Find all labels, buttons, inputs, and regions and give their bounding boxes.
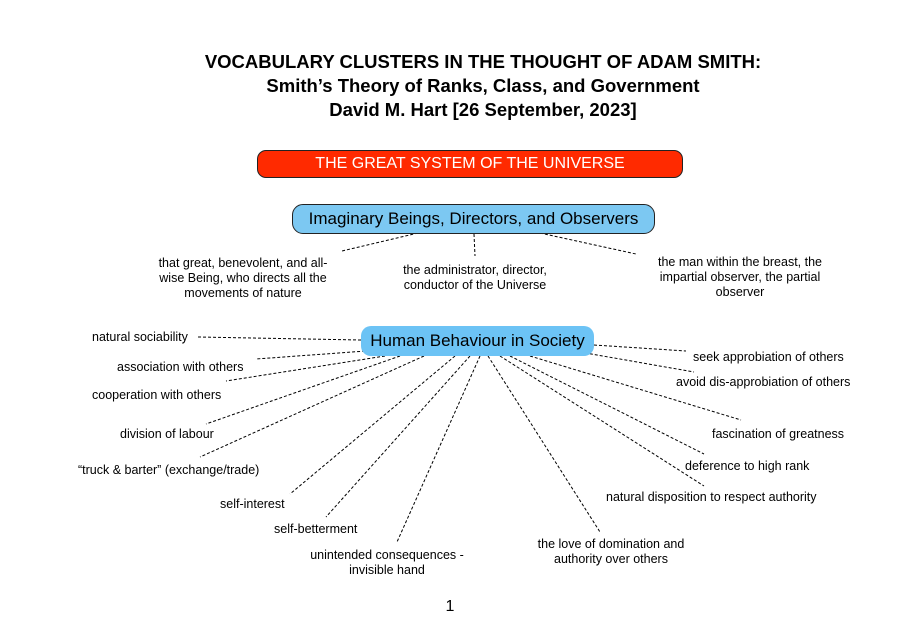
label-truck-barter: “truck & barter” (exchange/trade): [78, 463, 260, 477]
label-respect-authority: natural disposition to respect authority: [606, 490, 817, 504]
label-line: that great, benevolent, and all-: [158, 256, 328, 270]
label-division-of-labour: division of labour: [120, 427, 214, 441]
top-node-great-system: THE GREAT SYSTEM OF THE UNIVERSE: [257, 150, 683, 178]
label-administrator: the administrator, director, conductor o…: [390, 263, 560, 293]
node-human-behaviour: Human Behaviour in Society: [361, 326, 594, 356]
title-line-2: Smith’s Theory of Ranks, Class, and Gove…: [266, 75, 700, 96]
label-natural-sociability: natural sociability: [92, 330, 188, 344]
connector-beings-right: [539, 232, 637, 255]
label-association: association with others: [117, 360, 244, 374]
label-line: the administrator, director,: [403, 263, 547, 277]
connector-unintended: [396, 355, 481, 543]
label-line: movements of nature: [184, 286, 302, 300]
connector-beings-middle: [473, 233, 476, 257]
label-impartial-observer: the man within the breast, the impartial…: [640, 255, 840, 300]
connector-cooperation: [225, 355, 386, 382]
connector-deference: [509, 355, 705, 455]
connector-avoid: [579, 351, 695, 373]
page-number: 1: [445, 598, 455, 615]
connector-truck: [199, 355, 425, 458]
label-self-betterment: self-betterment: [274, 522, 358, 536]
label-self-interest: self-interest: [220, 497, 285, 511]
label-line: impartial observer, the partial: [659, 270, 821, 284]
label-avoid-disapprobation: avoid dis-approbiation of others: [676, 375, 851, 389]
title-line-3: David M. Hart [26 September, 2023]: [329, 99, 637, 120]
connector-self-betterment: [325, 355, 471, 518]
label-line: the man within the breast, the: [658, 255, 822, 269]
label-cooperation: cooperation with others: [92, 388, 222, 402]
label-fascination: fascination of greatness: [712, 427, 845, 441]
label-line: invisible hand: [349, 563, 425, 577]
connector-beings-left: [341, 232, 419, 252]
label-line: authority over others: [554, 552, 668, 566]
connector-natural-sociability: [197, 336, 362, 341]
label-line: conductor of the Universe: [403, 278, 547, 292]
label-line: observer: [715, 285, 765, 299]
label-love-of-domination: the love of domination and authority ove…: [528, 537, 694, 567]
label-benevolent-being: that great, benevolent, and all- wise Be…: [148, 256, 338, 301]
title-line-1: VOCABULARY CLUSTERS IN THE THOUGHT OF AD…: [204, 51, 762, 72]
connector-seek: [593, 344, 687, 352]
label-unintended-consequences: unintended consequences - invisible hand: [300, 548, 474, 578]
label-line: the love of domination and: [537, 537, 685, 551]
connector-fascination: [529, 355, 742, 421]
connector-self-interest: [289, 355, 456, 495]
node-imaginary-beings: Imaginary Beings, Directors, and Observe…: [292, 204, 655, 234]
connector-love-domination: [487, 355, 601, 533]
label-deference: deference to high rank: [685, 459, 810, 473]
label-line: unintended consequences -: [310, 548, 464, 562]
label-line: wise Being, who directs all the: [159, 271, 327, 285]
connector-association: [255, 349, 381, 360]
connector-respect-authority: [499, 355, 705, 487]
connector-division: [205, 355, 401, 425]
label-seek-approbation: seek approbiation of others: [693, 350, 844, 364]
